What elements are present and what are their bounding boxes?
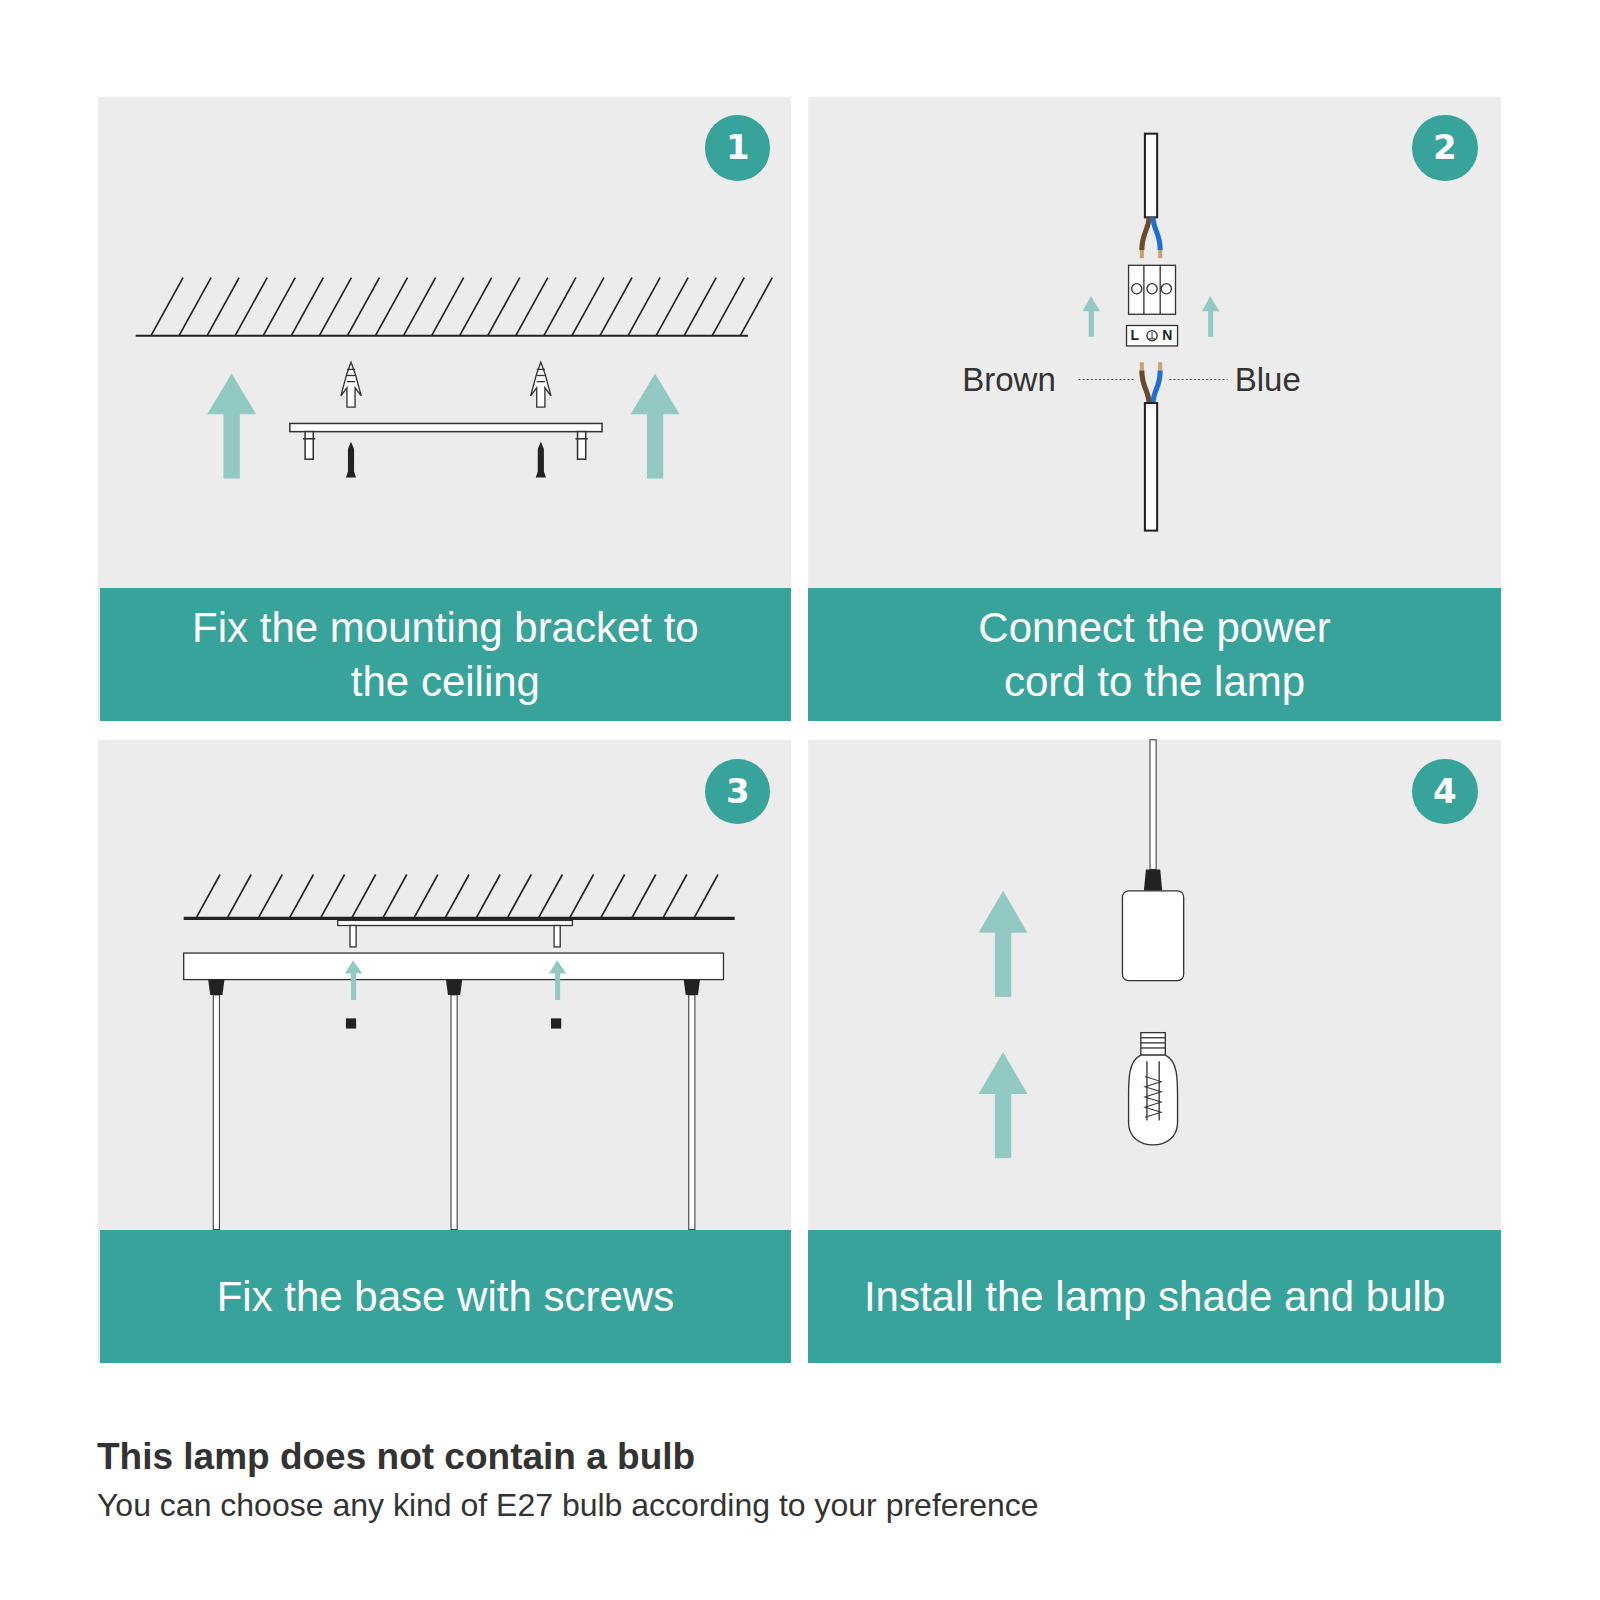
hatch-stroke [632, 874, 656, 918]
hatch-stroke [404, 278, 436, 336]
hatch-stroke [227, 874, 251, 918]
caption-band: Fix the base with screws [100, 1230, 791, 1364]
step-caption: Fix the mounting bracket to the ceiling [185, 601, 705, 709]
terminal-label: N [1162, 327, 1172, 344]
wire-color-label: Brown [962, 360, 1056, 400]
hatch-stroke [538, 874, 562, 918]
up-arrow [207, 373, 679, 478]
hatch-stroke [740, 278, 772, 336]
hatch-stroke [460, 278, 492, 336]
hatch-stroke [712, 278, 744, 336]
step-caption: Connect the power cord to the lamp [940, 601, 1369, 709]
hatch-stroke [572, 278, 604, 336]
pendant-cord [208, 980, 700, 1230]
note-text: You can choose any kind of E27 bulb acco… [97, 1486, 1039, 1524]
mounting-bracket [338, 920, 573, 947]
wall-plug [341, 362, 551, 407]
hatch-stroke [235, 278, 267, 336]
ceiling-hatch [151, 278, 772, 336]
note-heading: This lamp does not contain a bulb [97, 1435, 695, 1479]
hatch-stroke [151, 278, 183, 336]
hatch-stroke [516, 278, 548, 336]
ceiling-line [136, 335, 748, 337]
hatch-stroke [656, 278, 688, 336]
hatch-stroke [544, 278, 576, 336]
mounting-bracket [290, 423, 602, 459]
hatch-stroke [320, 874, 344, 918]
lamp-holder [1122, 740, 1183, 981]
hatch-stroke [383, 874, 407, 918]
hatch-stroke [476, 874, 500, 918]
hatch-stroke [600, 278, 632, 336]
panel [808, 740, 1501, 1363]
ceiling-base [184, 953, 724, 980]
hatch-stroke [319, 278, 351, 336]
panel [808, 97, 1501, 721]
hatch-stroke [289, 874, 313, 918]
hatch-stroke [432, 278, 464, 336]
step-number-badge: 1 [705, 115, 770, 180]
hatch-stroke [601, 874, 625, 918]
step-number: 2 [1433, 126, 1457, 170]
up-arrow [979, 891, 1028, 1158]
wire-color-label: Blue [1235, 360, 1301, 400]
hatch-stroke [291, 278, 323, 336]
hatch-stroke [507, 874, 531, 918]
ceiling-hatch [196, 874, 718, 918]
hatch-stroke [488, 278, 520, 336]
step-number-badge: 4 [1412, 759, 1477, 824]
hatch-stroke [196, 874, 220, 918]
hatch-stroke [445, 874, 469, 918]
hatch-stroke [347, 278, 379, 336]
up-arrow [345, 960, 566, 1000]
hatch-stroke [414, 874, 438, 918]
panel [98, 97, 791, 721]
hatch-stroke [179, 278, 211, 336]
hatch-stroke [263, 278, 295, 336]
light-bulb [1129, 1033, 1178, 1145]
step-caption: Fix the base with screws [217, 1270, 675, 1324]
caption-band: Connect the power cord to the lamp [808, 588, 1501, 722]
hatch-stroke [569, 874, 593, 918]
screw [346, 442, 546, 478]
leader-line [1079, 379, 1228, 380]
step-number-badge: 2 [1412, 115, 1477, 180]
terminal-label: L [1131, 327, 1140, 344]
step-number: 4 [1433, 770, 1457, 814]
ceiling-line [184, 917, 735, 920]
up-arrow [1083, 296, 1220, 337]
hatch-stroke [258, 874, 282, 918]
step-number: 3 [726, 770, 750, 814]
hatch-stroke [376, 278, 408, 336]
hatch-stroke [207, 278, 239, 336]
panel [98, 740, 791, 1363]
hatch-stroke [628, 278, 660, 336]
step-caption: Install the lamp shade and bulb [864, 1270, 1445, 1324]
step-number: 1 [726, 126, 750, 170]
terminal-block [1127, 265, 1178, 346]
hatch-stroke [352, 874, 376, 918]
hatch-stroke [694, 874, 718, 918]
hatch-stroke [663, 874, 687, 918]
hatch-stroke [684, 278, 716, 336]
caption-band: Fix the mounting bracket to the ceiling [100, 588, 791, 722]
caption-band: Install the lamp shade and bulb [808, 1230, 1501, 1364]
